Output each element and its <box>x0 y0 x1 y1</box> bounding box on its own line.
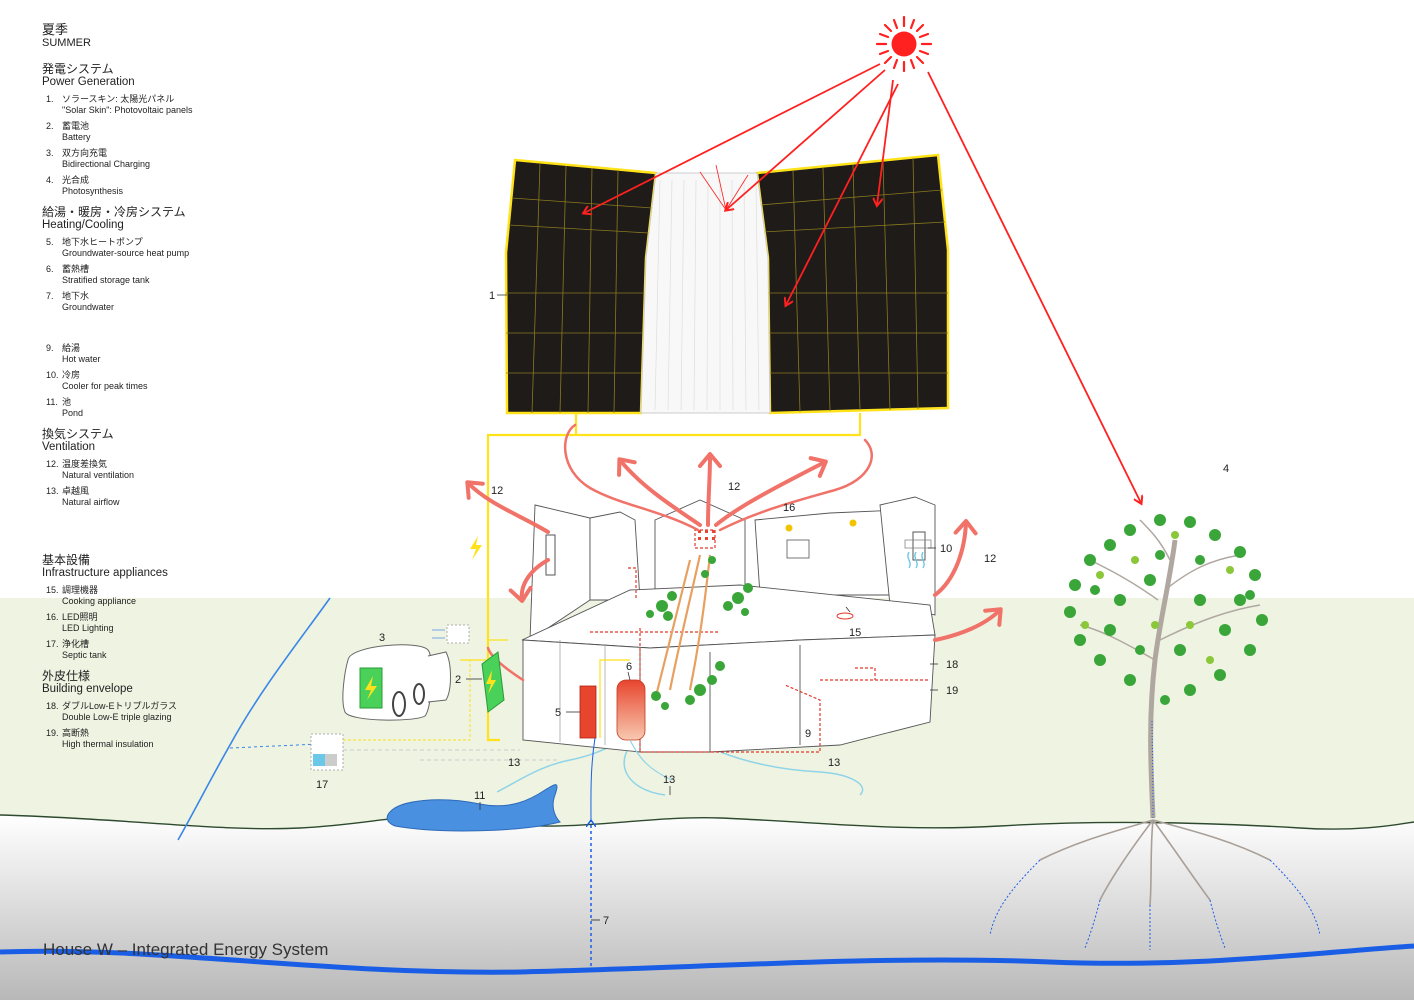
cooler-icon <box>904 539 932 569</box>
callout-2: 2 <box>455 674 461 686</box>
callout-12-top: 12 <box>728 481 740 493</box>
battery-icon <box>481 651 505 713</box>
window-left <box>545 534 556 576</box>
stair-shaft <box>653 554 712 701</box>
cooking-appliance-icon <box>836 612 854 620</box>
callout-4: 4 <box>1223 463 1229 475</box>
season-title-jp: 夏季 <box>42 22 69 37</box>
callout-5: 5 <box>555 707 561 719</box>
callout-6: 6 <box>626 661 632 673</box>
storage-tank <box>616 679 646 741</box>
ventilation-arrows <box>465 423 1003 682</box>
tree <box>989 514 1321 950</box>
callout-12-right: 12 <box>984 553 996 565</box>
heat-pump <box>579 685 597 739</box>
soil-layer <box>0 815 1414 1000</box>
indoor-plants <box>646 556 753 710</box>
groundwater-line <box>0 943 1414 975</box>
sun-rays <box>584 63 1141 503</box>
solar-skin <box>504 153 950 415</box>
callout-13-center: 13 <box>663 774 675 786</box>
legend-section-power: 発電システム Power Generation 1.ソラースキン: 太陽光パネル… <box>42 62 282 197</box>
sun-icon <box>875 15 933 73</box>
callout-12-left: 12 <box>491 485 503 497</box>
callout-10: 10 <box>940 543 952 555</box>
river <box>177 597 331 841</box>
callout-3: 3 <box>379 632 385 644</box>
callout-18: 18 <box>946 659 958 671</box>
callout-11: 11 <box>474 790 485 802</box>
ground-line <box>0 814 1414 830</box>
callout-17: 17 <box>316 779 328 791</box>
callout-9: 9 <box>805 728 811 740</box>
electric-car-icon <box>342 644 451 721</box>
legend: 夏季 SUMMER 発電システム Power Generation 1.ソラース… <box>42 22 282 758</box>
power-cable <box>486 413 862 742</box>
callout-7: 7 <box>603 915 609 927</box>
lightning-icon <box>470 536 482 560</box>
led-light-icon <box>785 524 793 532</box>
legend-section-heating: 給湯・暖房・冷房システム Heating/Cooling 5.地下水ヒートポンプ… <box>42 205 282 419</box>
septic-tank-icon <box>310 733 344 771</box>
callout-13-left: 13 <box>508 757 520 769</box>
inverter-box <box>446 624 470 644</box>
callout-1: 1 <box>489 290 495 302</box>
window-right <box>912 531 926 561</box>
callout-13-right: 13 <box>828 757 840 769</box>
season-title-en: SUMMER <box>42 37 91 49</box>
callout-15: 15 <box>849 627 861 639</box>
legend-section-envelope: 外皮仕様 Building envelope 18.ダブルLow-Eトリプルガラ… <box>42 669 282 750</box>
callout-16: 16 <box>783 502 795 514</box>
legend-item: 1.ソラースキン: 太陽光パネル"Solar Skin": Photovolta… <box>46 94 193 115</box>
diagram-title: House W – Integrated Energy System <box>43 940 329 959</box>
callout-19: 19 <box>946 685 958 697</box>
